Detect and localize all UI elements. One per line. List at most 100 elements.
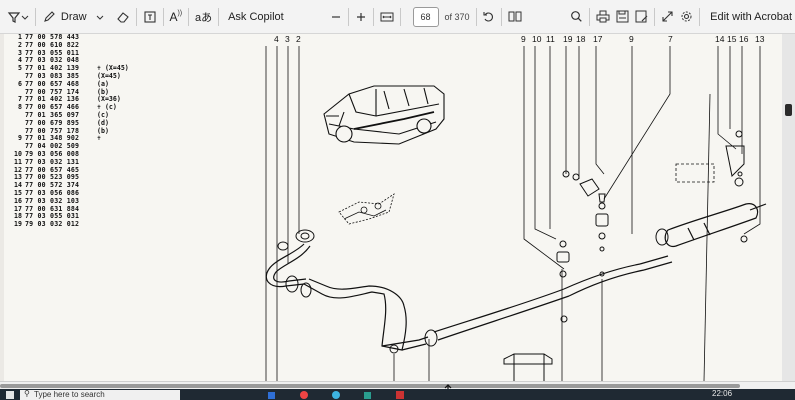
save-icon[interactable] <box>613 5 632 29</box>
part-number: 77 03 055 031 <box>25 212 80 221</box>
car-outline <box>323 85 445 145</box>
page-number-input[interactable]: 68 <box>412 6 439 27</box>
part-number: 77 00 657 468 <box>25 79 80 88</box>
part-note: ✝ <box>97 134 101 143</box>
callout-number: 4 <box>274 34 279 44</box>
rotate-icon[interactable] <box>479 5 498 29</box>
callout-number: 16 <box>739 34 749 44</box>
part-note: (X=36) <box>97 95 121 104</box>
leader-line <box>717 46 737 150</box>
ask-copilot-label: Ask Copilot <box>228 10 284 23</box>
read-aloud-button[interactable]: A )) <box>166 5 185 29</box>
pipe-clamp <box>300 282 312 298</box>
taskbar-app-icon[interactable] <box>300 391 308 399</box>
translate-button[interactable]: aあ <box>192 5 215 29</box>
callout-number: 15 <box>727 34 737 44</box>
text-size-label: A <box>169 9 178 24</box>
page-number-field[interactable]: 68 <box>410 5 442 29</box>
part-index: 11 <box>14 157 22 166</box>
edit-with-acrobat-button[interactable]: Edit with Acrobat <box>707 5 795 29</box>
part-number: 77 01 402 139 <box>25 64 80 73</box>
part-number: 77 03 032 103 <box>25 196 80 205</box>
save-as-icon[interactable] <box>632 5 651 29</box>
fullscreen-icon[interactable] <box>658 5 677 29</box>
taskbar-search-box[interactable]: ⚲ Type here to search <box>20 389 180 400</box>
zoom-in-icon[interactable] <box>352 5 370 29</box>
dashed-bracket <box>675 163 715 183</box>
fit-width-icon[interactable] <box>377 5 397 29</box>
exhaust-system-diagram <box>265 46 767 381</box>
taskbar-app-icon[interactable] <box>396 391 404 399</box>
callout-number: 7 <box>668 34 673 44</box>
taskbar-clock[interactable]: 22:06 <box>712 389 733 398</box>
part-note: (b) <box>97 87 109 96</box>
rubber-hanger <box>556 240 570 278</box>
taskbar-app-icon[interactable] <box>364 392 371 399</box>
page-total-text: of 370 <box>444 11 470 22</box>
pipe-clamp <box>424 329 438 347</box>
part-number: 77 00 523 095 <box>25 173 80 182</box>
vertical-scrollbar[interactable] <box>782 34 795 381</box>
rubber-hanger <box>562 170 600 197</box>
parts-list-row: 77 03 083 385(X=45) <box>12 72 162 81</box>
part-note: (b) <box>97 126 109 135</box>
part-number: 77 00 578 443 <box>25 34 80 41</box>
part-index: 8 <box>18 103 22 112</box>
horizontal-scroll-thumb[interactable] <box>0 384 740 388</box>
callout-number: 2 <box>296 34 301 44</box>
part-number: 77 01 402 136 <box>25 95 80 104</box>
part-number: 77 01 365 097 <box>25 110 80 119</box>
part-index: 12 <box>14 165 22 174</box>
horizontal-scrollbar[interactable] <box>0 381 795 389</box>
part-number: 77 00 679 895 <box>25 118 80 127</box>
callout-number: 3 <box>285 34 290 44</box>
taskbar-app-icon[interactable] <box>268 392 275 399</box>
text-box-icon[interactable] <box>140 5 160 29</box>
part-number: 77 01 348 902 <box>25 134 80 143</box>
callout-number: 9 <box>521 34 526 44</box>
toolbar-divider <box>501 7 503 26</box>
eraser-icon[interactable] <box>113 5 133 29</box>
parts-list-row: 77 00 679 895 (d) <box>12 118 162 128</box>
windows-taskbar: ⚲ Type here to search 22:06 <box>0 389 795 400</box>
part-index: 18 <box>14 212 22 221</box>
manifold-sketch <box>338 193 395 225</box>
zoom-out-icon[interactable] <box>327 5 345 29</box>
callout-number: 13 <box>755 34 765 44</box>
print-icon[interactable] <box>593 5 613 29</box>
part-note: (d) <box>97 118 109 127</box>
part-index: 14 <box>14 181 22 190</box>
part-index: 6 <box>18 79 22 88</box>
part-note: ✝ (c) <box>97 103 117 112</box>
leader-line <box>534 46 557 240</box>
ask-copilot-button[interactable]: Ask Copilot <box>225 5 287 29</box>
part-number: 77 00 757 178 <box>25 126 80 135</box>
search-icon[interactable] <box>567 5 586 29</box>
chevron-down-icon <box>96 13 104 21</box>
pipe-clamp <box>389 344 399 354</box>
draw-button[interactable]: Draw <box>39 5 107 29</box>
part-number: 77 00 572 374 <box>25 181 80 190</box>
exhaust-pipe <box>265 243 673 351</box>
two-page-view-icon[interactable] <box>505 5 525 29</box>
settings-gear-icon[interactable] <box>677 5 696 29</box>
taskbar-app-icon[interactable] <box>332 391 340 399</box>
toolbar-divider <box>589 7 591 26</box>
toolbar-divider <box>188 7 190 26</box>
toolbar-divider <box>654 7 656 26</box>
filter-menu-icon[interactable] <box>4 5 32 29</box>
callout-number: 14 <box>715 34 725 44</box>
bolt <box>560 315 568 323</box>
windows-start-icon[interactable] <box>6 391 14 399</box>
vertical-scroll-thumb[interactable] <box>785 104 792 116</box>
